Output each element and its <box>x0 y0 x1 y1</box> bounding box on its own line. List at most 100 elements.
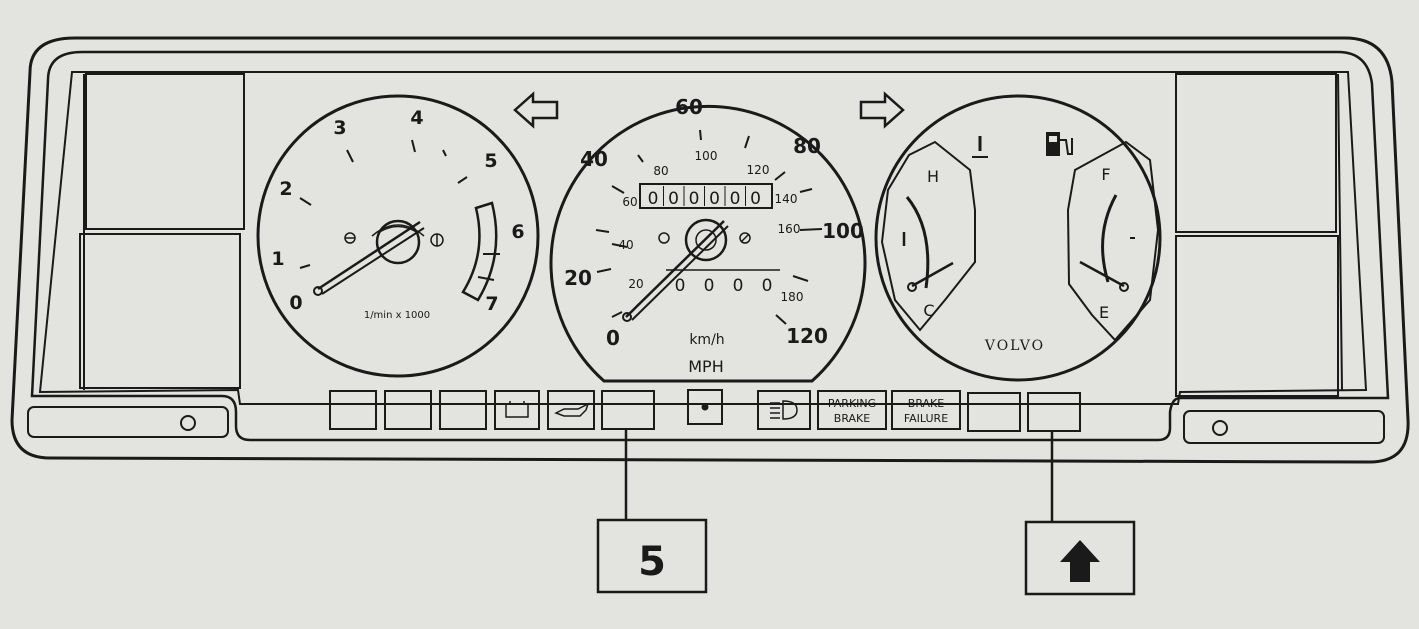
oil-can-icon <box>554 402 590 417</box>
trip-digit: 0 <box>704 276 715 296</box>
odometer-digit: 0 <box>730 189 741 209</box>
warning-light-slot <box>1027 392 1081 432</box>
tachometer-label: 6 <box>511 221 524 243</box>
tachometer-label: 7 <box>485 293 498 315</box>
tachometer-label: 2 <box>279 178 292 200</box>
speedometer-mph-label: 40 <box>580 147 608 171</box>
speedometer-mph-label: 100 <box>822 219 864 243</box>
speedometer-mph-label: 80 <box>793 134 821 158</box>
odometer-digit: 0 <box>709 189 720 209</box>
speedometer-mph-label: 60 <box>675 95 703 119</box>
warning-light-strip: PARKING BRAKE BRAKE FAILURE <box>329 389 1081 432</box>
speedometer-pin-left <box>658 232 670 244</box>
tachometer-tick <box>346 149 354 163</box>
tachometer-label: 1 <box>271 248 284 270</box>
tachometer-unit: 1/min x 1000 <box>364 310 430 321</box>
tachometer-tick <box>299 264 311 269</box>
trip-digit: 0 <box>733 276 744 296</box>
thermometer-icon <box>972 136 988 158</box>
fuel-pump-icon <box>1046 132 1073 156</box>
odometer-digit: 0 <box>668 189 679 209</box>
trip-digit: 0 <box>675 276 686 296</box>
warning-light-slot <box>967 392 1021 432</box>
speedometer-pin-right <box>739 232 751 244</box>
fuel-empty-label: E <box>1099 303 1109 322</box>
cluster-housing <box>10 36 1410 464</box>
callout-number-label: 5 <box>638 539 666 585</box>
warning-light-slot <box>601 390 655 430</box>
up-arrow-icon <box>1060 540 1100 582</box>
oil-pressure-warning-light <box>547 390 595 430</box>
brake-failure-light: BRAKE FAILURE <box>891 390 961 430</box>
callout-arrow <box>1024 431 1136 596</box>
red-zone-divider <box>477 276 495 281</box>
speedometer-dial <box>549 104 867 383</box>
temperature-window <box>880 140 976 332</box>
speedometer-kmh-label: 120 <box>747 163 770 177</box>
speedometer-mph-ticks <box>595 129 823 325</box>
tachometer-label: 4 <box>410 107 423 129</box>
fuel-scale-arc <box>1101 194 1118 283</box>
speedometer-tick <box>775 314 787 325</box>
temperature-scale-arc <box>905 196 930 289</box>
temperature-high-label: H <box>927 167 939 186</box>
tachometer-hub <box>375 219 421 265</box>
speedometer-hub <box>684 218 728 262</box>
warning-light-slot <box>329 390 377 430</box>
tachometer-ticks <box>299 139 468 269</box>
warning-light-slot <box>439 390 487 430</box>
speedometer-kmh-label: 20 <box>628 277 643 291</box>
tachometer-tick <box>442 149 447 157</box>
speedometer-mph-scale: 0 20 40 60 80 100 120 <box>564 95 864 350</box>
battery-icon <box>505 401 529 418</box>
speedometer-tick <box>799 228 823 231</box>
speedometer-tick <box>611 243 628 248</box>
speedometer-kmh-label: 60 <box>622 195 637 209</box>
high-beam-indicator-light <box>757 390 811 430</box>
odometer-digit: 0 <box>689 189 700 209</box>
speedometer-tick <box>595 229 610 233</box>
speedometer-small-text: km/h <box>689 332 724 348</box>
parking-brake-label-line2: BRAKE <box>834 412 870 425</box>
right-panel-bottom <box>1175 235 1339 397</box>
parking-brake-light: PARKING BRAKE <box>817 390 887 430</box>
temperature-low-label: C <box>923 301 934 320</box>
speedometer-tick <box>799 188 813 193</box>
right-panel-top <box>1175 73 1337 233</box>
speedometer-tick <box>637 154 644 163</box>
speedometer-mph-label: 120 <box>786 324 828 348</box>
speedometer-needle <box>625 220 725 318</box>
fuel-needle <box>1079 260 1125 288</box>
temperature-fuel-gauge: H C F E VOLVO <box>874 94 1162 382</box>
speedometer-tick <box>611 311 623 318</box>
headlight-high-beam-icon <box>770 400 798 420</box>
tachometer-needle <box>317 220 421 291</box>
speedometer-kmh-label: 100 <box>695 149 718 163</box>
speedometer-tick <box>774 171 786 181</box>
speedometer-kmh-label: 80 <box>653 164 668 178</box>
speedometer-tick <box>699 129 702 141</box>
fuel-window <box>1066 140 1160 342</box>
brake-failure-label-line2: FAILURE <box>904 412 948 425</box>
left-mount-bracket <box>27 406 229 438</box>
center-dot-icon <box>701 403 709 411</box>
left-panel-top <box>85 73 245 230</box>
battery-warning-light <box>494 390 540 430</box>
fuel-full-label: F <box>1101 165 1110 184</box>
odometer-digit: 0 <box>648 189 659 209</box>
left-turn-signal-arrow-icon <box>513 91 559 129</box>
tachometer-label: 3 <box>333 117 346 139</box>
tachometer-red-zone <box>461 201 498 302</box>
tachometer-label: 5 <box>484 150 497 172</box>
right-turn-signal-arrow-icon <box>859 91 905 129</box>
trip-digit: 0 <box>762 276 773 296</box>
speedometer-tick <box>792 275 809 282</box>
tachometer-tick <box>457 176 468 184</box>
left-panel-bottom <box>79 233 241 389</box>
